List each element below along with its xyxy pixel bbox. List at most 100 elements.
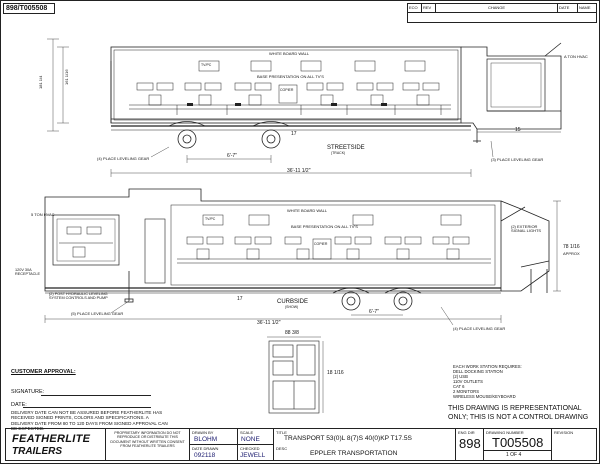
- rev-name-header: NAME: [579, 5, 591, 10]
- bottom-dim-right: 78 1/16: [563, 244, 580, 250]
- detail-elevation: [267, 336, 324, 414]
- streetside-monitors: [129, 60, 451, 115]
- top-dim-left: 161 1/16: [64, 69, 69, 85]
- top-dim-small: 17: [291, 131, 297, 137]
- top-copier-label: COPIER: [280, 88, 294, 92]
- revision-cell: REVISION: [552, 429, 598, 460]
- curbside-body-outline: [44, 188, 502, 292]
- detail-dim-top: 88 3/8: [285, 330, 299, 336]
- title-block: FEATHERLITE TRAILERS PROPRIETARY INFORMA…: [5, 428, 597, 461]
- bottom-ac-label: 5 TON HVAC: [31, 212, 55, 217]
- signature-line[interactable]: [41, 395, 151, 396]
- rev-divider: [408, 12, 596, 13]
- drawing-title: TRANSPORT 53(0)L 8(7)S 40(0)KP T17.5S: [284, 435, 412, 442]
- workstation-note-4: CAT 6: [453, 384, 465, 389]
- drawn-by-cell: DRAWN BY BLOHM DATE DRAWN 092118: [190, 429, 238, 460]
- scale-label: SCALE: [240, 430, 254, 435]
- top-side-sub: (TRACK): [331, 151, 346, 155]
- signature-label: SIGNATURE:: [11, 389, 45, 395]
- checked-value: JEWELL: [240, 452, 266, 459]
- rev-date-header: DATE: [558, 4, 578, 12]
- workstation-note-6: WIRELESS MOUSE/KEYBOARD: [453, 394, 516, 399]
- workstation-note-5: 2 MONITORS: [453, 389, 479, 394]
- top-dim-left2: 181 1/4: [38, 75, 43, 89]
- bottom-leveling-right: (4) PLACE LEVELING GEAR: [453, 326, 506, 331]
- drawing-number-value: T005508: [492, 435, 544, 450]
- proprietary-notice: PROPRIETARY INFORMATION DO NOT REPRODUCE…: [106, 429, 190, 460]
- date-drawn-label: DATE DRAWN: [192, 446, 219, 451]
- representational-note: THIS DRAWING IS REPRESENTATIONAL ONLY; T…: [448, 405, 588, 423]
- top-side-label: STREETSIDE: [327, 145, 365, 151]
- bottom-exterior-label: (2) EXTERIOR SIGNAL LIGHTS: [511, 224, 542, 233]
- curbside-dimensions: [44, 200, 561, 326]
- company-logo: FEATHERLITE TRAILERS: [6, 429, 106, 460]
- curbside-elevation: [44, 188, 550, 303]
- sheet-number: 1 OF 4: [506, 452, 522, 458]
- bottom-leveling-left: (5) PLACE LEVELING GEAR: [71, 311, 124, 316]
- top-board-label: WHITE BOARD WALL: [269, 51, 310, 56]
- drawn-by-value: BLOHM: [194, 436, 218, 443]
- representational-line-2: ONLY; THIS IS NOT A CONTROL DRAWING: [448, 413, 589, 421]
- bottom-side-sub: (SHOW): [285, 305, 299, 309]
- rev-rev-header: REV: [422, 4, 436, 12]
- desc-label: DESC: [276, 446, 288, 451]
- streetside-dimensions: [47, 38, 561, 177]
- checked-label: CHECKED: [240, 446, 260, 451]
- bottom-base-label: BASE PRESENTATION ON ALL TV'S: [291, 224, 358, 229]
- streetside-slideout: [486, 58, 546, 112]
- bottom-tv-label: TV/PC: [205, 217, 216, 221]
- drawing-number-label: DRAWING NUMBER: [486, 430, 524, 435]
- revision-block: ECO REV CHANGE DATE NAME: [407, 3, 597, 23]
- streetside-tires: [177, 129, 281, 149]
- drawn-by-label: DRAWN BY: [192, 430, 214, 435]
- scale-cell: SCALE NONE CHECKED JEWELL: [238, 429, 274, 460]
- top-tv-label: TV/PC: [201, 63, 212, 67]
- approval-title: CUSTOMER APPROVAL:: [11, 369, 76, 375]
- bottom-dim-mid: 6'-7": [369, 309, 379, 315]
- detail-dim-right: 18 1/16: [327, 370, 344, 376]
- title-label: TITLE: [276, 430, 287, 435]
- revision-label: REVISION: [554, 430, 574, 435]
- workstation-note-0: EACH WORK STATION REQUIRES:: [453, 364, 522, 369]
- bottom-board-label: WHITE BOARD WALL: [287, 208, 328, 213]
- bottom-left-note1: 120V 30A RECEPTACLE: [15, 268, 41, 276]
- drawing-number-cell: DRAWING NUMBER T005508 1 OF 4: [484, 429, 552, 460]
- eng-dir-label: ENG DIR: [458, 430, 475, 435]
- representational-line-1: THIS DRAWING IS REPRESENTATIONAL: [448, 405, 582, 412]
- top-dim-mid: 6'-7": [227, 153, 237, 159]
- workstation-note-1: DELL DOCKING STATION: [453, 369, 503, 374]
- rev-eco-header: ECO: [408, 4, 422, 12]
- logo-featherlite: FEATHERLITE: [12, 433, 91, 445]
- date-drawn-value: 092118: [194, 452, 216, 459]
- curbside-slideout: [52, 214, 120, 266]
- curbside-tires: [341, 291, 413, 311]
- scale-value: NONE: [241, 436, 260, 443]
- bottom-left-note2: (2) POST HYDRAULIC LEVELING SYSTEM CONTR…: [49, 292, 108, 300]
- top-dim-bottom: 36'-11 1/2": [287, 168, 311, 174]
- top-leveling-right: (3) PLACE LEVELING GEAR: [491, 157, 544, 162]
- sheet-tag: 898/T005508: [3, 3, 55, 14]
- curbside-monitors: [59, 214, 491, 264]
- eng-dir-cell: ENG DIR 898: [456, 429, 484, 460]
- top-base-label: BASE PRESENTATION ON ALL TV'S: [257, 74, 324, 79]
- rev-change-header: CHANGE: [436, 4, 558, 12]
- bottom-dim-bottom: 36'-11 1/2": [257, 320, 281, 326]
- streetside-elevation: [110, 42, 562, 143]
- top-ac-label: A TON HVAC: [564, 54, 588, 59]
- customer-approval: CUSTOMER APPROVAL:: [11, 369, 161, 375]
- top-dim-right: 15: [515, 127, 521, 133]
- customer-name: EPPLER TRANSPORTATION: [310, 450, 398, 457]
- title-cell: TITLE DESC TRANSPORT 53(0)L 8(7)S 40(0)K…: [274, 429, 456, 460]
- workstation-note-3: 110V OUTLETS: [453, 379, 483, 384]
- date-label: DATE:: [11, 402, 27, 408]
- eng-dir-value: 898: [459, 436, 481, 451]
- bottom-dim-small: 17: [237, 296, 243, 302]
- date-line[interactable]: [23, 407, 151, 408]
- workstation-note-2: (2) USB: [453, 374, 468, 379]
- bottom-copier-label: COPIER: [314, 242, 328, 246]
- logo-trailers: TRAILERS: [12, 446, 62, 457]
- top-leveling-left: (4) PLACE LEVELING GEAR: [97, 156, 150, 161]
- curbside-entry-door: [144, 218, 166, 284]
